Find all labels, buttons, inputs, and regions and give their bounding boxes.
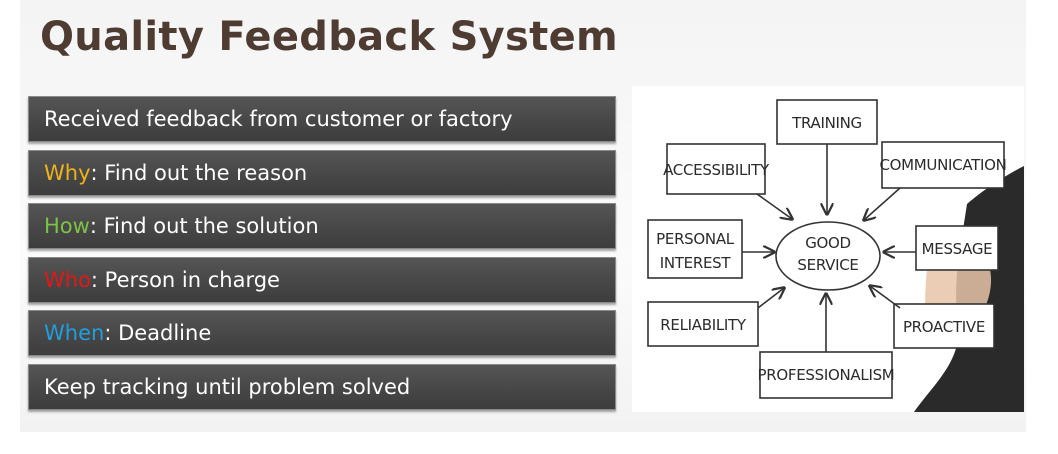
step-text: : Deadline [104,321,212,345]
message-box [915,225,999,271]
feedback-steps-list: Received feedback from customer or facto… [28,96,616,417]
step-keyword-when: When [44,321,105,345]
step-keyword-why: Why [44,160,91,185]
proactive-box [893,303,995,349]
step-why: Why: Find out the reason [28,149,616,196]
page-title: Quality Feedback System [40,14,618,60]
step-keyword-how: How [44,214,90,238]
good-service-diagram: GOOD SERVICE TRAINING ACCESSIBILITY COMM… [632,86,1024,412]
step-keyword-who: Who [44,267,91,292]
professionalism-label: PROFESSIONALISM [758,366,895,384]
personal-label-line2: INTEREST [660,254,732,272]
communication-label: COMMUNICATION [879,156,1006,174]
step-text: : Find out the solution [89,214,319,238]
accessibility-box [666,143,766,195]
good-service-ellipse [775,221,881,291]
communication-arrow [864,187,901,220]
step-when: When: Deadline [28,310,616,356]
accessibility-label: ACCESSIBILITY [663,161,770,179]
step-text: Keep tracking until problem solved [44,374,411,399]
professionalism-box [759,351,893,399]
diagram-svg: GOOD SERVICE TRAINING ACCESSIBILITY COMM… [647,99,1024,412]
step-text: : Find out the reason [90,160,308,185]
step-how: How: Find out the solution [28,203,616,249]
step-received-feedback: Received feedback from customer or facto… [28,96,616,142]
message-label: MESSAGE [922,240,993,258]
step-text: : Person in charge [90,267,280,292]
proactive-label: PROACTIVE [903,318,985,336]
personal-interest-box [647,219,743,279]
training-label: TRAINING [791,114,862,132]
center-text-line1: GOOD [805,234,851,252]
step-keep-tracking: Keep tracking until problem solved [28,363,616,410]
reliability-box [647,301,759,347]
personal-label-line1: PERSONAL [656,230,735,248]
step-text: Received feedback from customer or facto… [44,107,513,131]
accessibility-arrow [756,193,792,219]
center-text-line2: SERVICE [797,256,858,274]
reliability-label: RELIABILITY [660,316,747,334]
reliability-arrow [757,288,784,309]
step-who: Who: Person in charge [28,256,616,303]
proactive-arrow [870,286,901,309]
communication-box [881,141,1005,189]
hand-illustration [914,166,1024,412]
